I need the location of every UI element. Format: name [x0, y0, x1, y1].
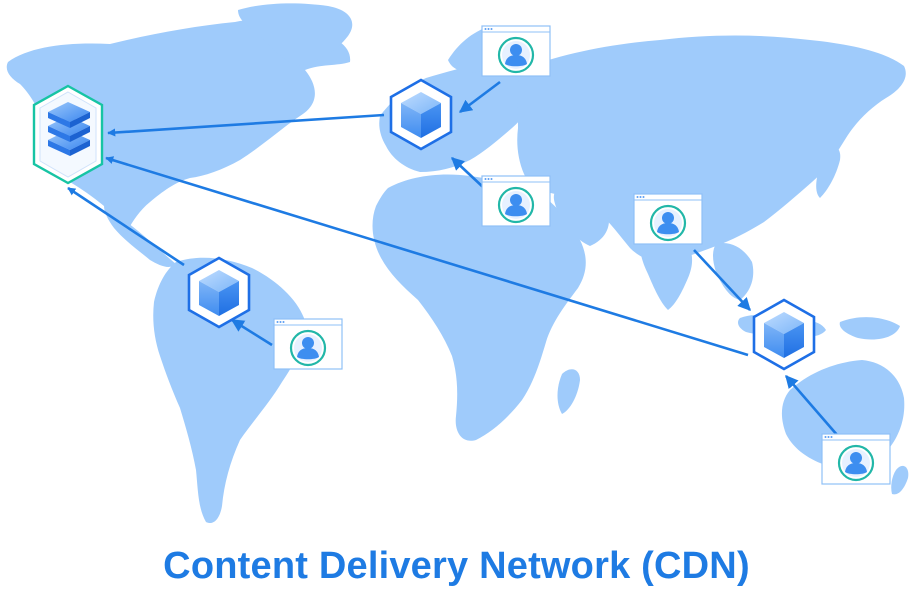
- africa: [372, 174, 586, 441]
- arrow-user-to-europe-edge: [458, 80, 501, 114]
- arrow-user-india-to-asia-edge: [693, 249, 751, 311]
- user-browser-south-america-icon: [273, 318, 343, 370]
- user-browser-australia-icon: [821, 433, 891, 485]
- arrow-user-australia-to-asia-edge: [785, 375, 839, 437]
- edge-server-europe-icon: [389, 78, 453, 151]
- user-browser-europe-icon: [481, 25, 551, 77]
- arabia: [553, 190, 610, 246]
- new-zealand: [891, 465, 909, 495]
- south-america: [153, 257, 305, 524]
- edge-server-southeast-asia-icon: [752, 298, 816, 371]
- north-america: [6, 19, 351, 230]
- southeast-asia: [713, 242, 754, 300]
- indonesia: [738, 315, 900, 340]
- user-browser-india-icon: [633, 193, 703, 245]
- connections: [67, 80, 839, 437]
- greenland: [238, 3, 353, 67]
- arrow-user-samerica-to-samerica-edge: [230, 318, 273, 347]
- edge-server-south-america-icon: [187, 256, 251, 329]
- arrow-europe-to-origin: [107, 113, 385, 137]
- japan: [816, 146, 841, 198]
- asia: [517, 35, 906, 263]
- origin-server-icon: [32, 84, 104, 185]
- arrow-samerica-edge-to-origin: [67, 186, 185, 267]
- page-title: Content Delivery Network (CDN): [163, 545, 750, 587]
- arrow-user-africa-to-europe-edge: [451, 157, 485, 189]
- user-browser-africa-icon: [481, 175, 551, 227]
- world-map: [6, 3, 909, 524]
- arrow-asia-edge-to-origin: [105, 156, 749, 357]
- madagascar: [557, 369, 580, 414]
- india: [639, 232, 693, 310]
